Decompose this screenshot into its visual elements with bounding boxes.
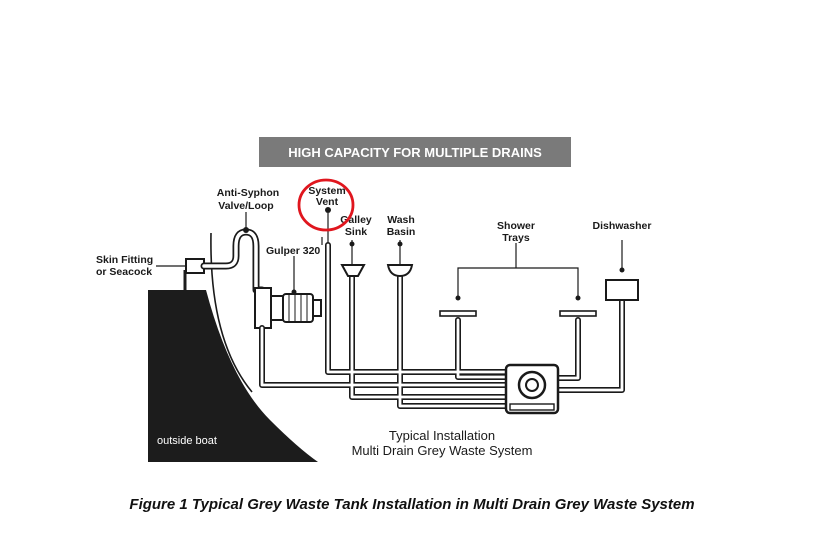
gulper-label: Gulper 320 [266,245,320,257]
system-vent-marker [325,207,331,213]
gulper-pump [254,287,322,329]
wash-label-1: Wash [387,214,415,226]
galley-sink [340,240,366,277]
anti-syphon-loop [200,228,266,294]
valve-loop-label: Valve/Loop [218,200,273,212]
system-vent-label-2: Vent [316,196,339,208]
boat-hull [148,290,318,462]
shower-label-2: Trays [502,232,530,244]
galley-label-2: Sink [345,226,367,238]
install-title-line2: Multi Drain Grey Waste System [352,443,533,458]
dishwasher-label: Dishwasher [593,220,652,232]
banner-box [259,137,571,167]
skin-fitting-label-1: Skin Fitting [96,254,153,266]
shower-label-1: Shower [497,220,535,232]
skin-fitting-label-2: or Seacock [96,266,152,278]
wash-basin [386,240,414,278]
drain-pipes [259,242,625,409]
install-title-line1: Typical Installation [389,428,495,443]
manifold-box [504,363,560,415]
banner-text: HIGH CAPACITY FOR MULTIPLE DRAINS [288,145,542,160]
wash-label-2: Basin [387,226,416,238]
system-vent-label-1: System [308,185,345,197]
anti-syphon-label: Anti-Syphon [217,187,279,199]
outside-boat-label: outside boat [157,435,217,447]
dishwasher [605,240,639,301]
highlight-ring [297,178,355,232]
shower-trays [439,243,597,317]
figure-caption: Figure 1 Typical Grey Waste Tank Install… [129,496,695,513]
